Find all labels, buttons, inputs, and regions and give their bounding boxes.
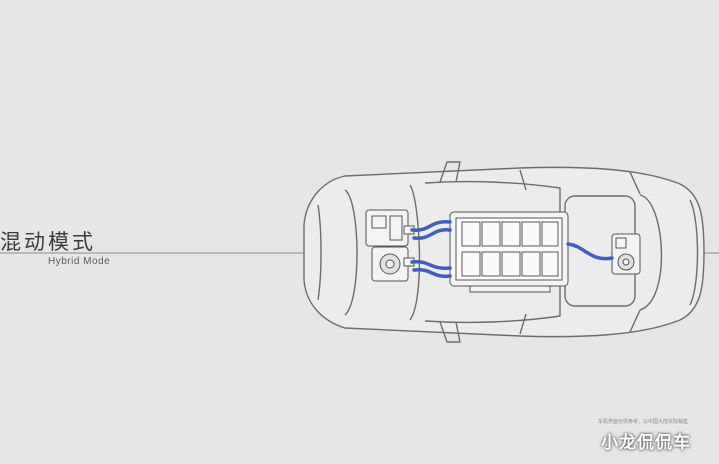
front-motor-unit-icon bbox=[365, 209, 415, 282]
disclaimer-text: 车机界面仅供参考，以中国大陆实际销售 bbox=[598, 419, 689, 425]
battery-pack-icon bbox=[449, 211, 569, 293]
watermark: 小龙侃侃车 bbox=[601, 433, 691, 453]
mode-subtitle: Hybrid Mode bbox=[48, 256, 111, 267]
mode-title: 混动模式 bbox=[0, 230, 96, 254]
rear-motor-unit-icon bbox=[611, 233, 641, 275]
power-cable-icon bbox=[410, 220, 614, 278]
